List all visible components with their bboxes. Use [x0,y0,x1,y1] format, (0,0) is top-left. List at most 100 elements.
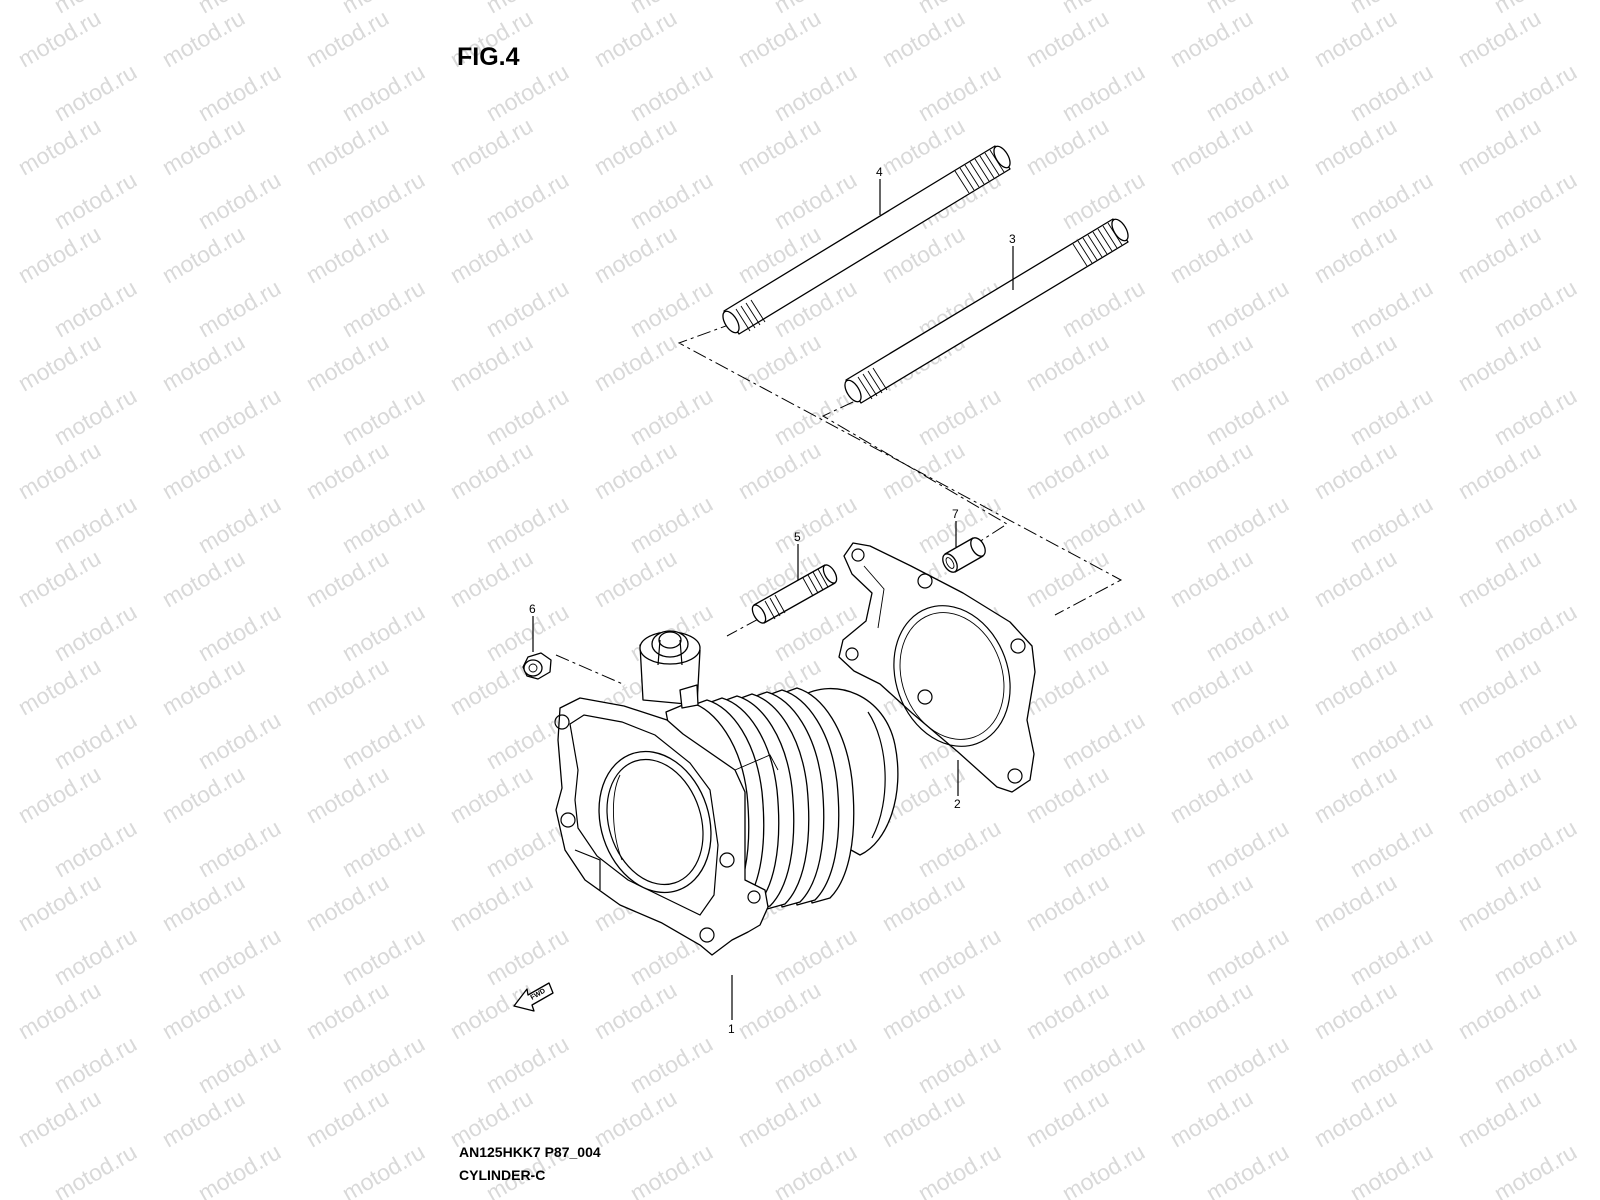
watermark-text: motod.ru [194,58,286,126]
stud-bolt-long-front[interactable] [720,144,1014,336]
watermark-text: motod.ru [770,166,862,234]
callout-5: 5 [794,530,801,544]
callout-4: 4 [876,165,883,179]
watermark-text: motod.ru [1058,58,1150,126]
watermark-text: motod.ru [1490,706,1582,774]
watermark-text: motod.ru [338,382,430,450]
watermark-text: motod.ru [1058,1030,1150,1098]
watermark-text: motod.ru [194,922,286,990]
callout-1: 1 [728,1022,735,1036]
watermark-text: motod.ru [1346,58,1438,126]
watermark-text: motod.ru [1490,1030,1582,1098]
watermark-text: motod.ru [50,706,142,774]
watermark-text: motod.ru [1202,490,1294,558]
watermark-text: motod.ru [338,706,430,774]
watermark-text: motod.ru [914,1030,1006,1098]
watermark-text: motod.ru [482,166,574,234]
watermark-text: motod.ru [50,922,142,990]
watermark-text: motod.ru [338,1030,430,1098]
watermark-text: motod.ru [1490,1138,1582,1200]
watermark-text: motod.ru [50,598,142,666]
watermark-text: motod.ru [1058,1138,1150,1200]
watermark-text: motod.ru [770,1138,862,1200]
watermark-text: motod.ru [1202,814,1294,882]
stud-bolt-long-rear[interactable] [842,217,1132,405]
cylinder[interactable] [554,630,899,956]
watermark-text: motod.ru [482,382,574,450]
watermark-text: motod.ru [770,490,862,558]
watermark-text: motod.ru [1490,382,1582,450]
watermark-text: motod.ru [194,382,286,450]
watermark-text: motod.ru [482,1030,574,1098]
watermark-text: motod.ru [1202,274,1294,342]
watermark-text: motod.ru [1490,814,1582,882]
watermark-text: motod.ru [1346,1138,1438,1200]
watermark-text: motod.ru [914,382,1006,450]
watermark-text: motod.ru [770,58,862,126]
watermark-text: motod.ru [914,814,1006,882]
watermark-text: motod.ru [1058,814,1150,882]
watermark-text: motod.ru [1058,922,1150,990]
watermark-text: motod.ru [1490,166,1582,234]
watermark-text: motod.ru [1202,1138,1294,1200]
watermark-text: motod.ru [626,58,718,126]
figure-title: FIG.4 [457,43,520,71]
watermark-text: motod.ru [482,490,574,558]
watermark-text: motod.ru [1346,1030,1438,1098]
watermark-text: motod.ru [1058,490,1150,558]
watermark-text: motod.ru [50,814,142,882]
watermark-text: motod.ru [626,1138,718,1200]
watermark-text: motod.ru [1346,274,1438,342]
watermark-text: motod.ru [338,814,430,882]
watermark-text: motod.ru [914,1138,1006,1200]
watermark-text: motod.ru [482,922,574,990]
watermark-text: motod.ru [1202,598,1294,666]
watermark-text: motod.ru [338,598,430,666]
figure-code: AN125HKK7 P87_004 [459,1144,601,1160]
watermark-text: motod.ru [1202,1030,1294,1098]
watermark-text: motod.ru [50,58,142,126]
watermark-text: motod.ru [50,166,142,234]
watermark-text: motod.ru [914,58,1006,126]
watermark-text: motod.ru [770,922,862,990]
callout-3: 3 [1009,232,1016,246]
watermark-text: motod.ru [1058,274,1150,342]
callouts: 4 3 7 5 6 2 1 [529,165,1016,1036]
watermark-text: motod.ru [50,1138,142,1200]
watermark-text: motod.ru [338,58,430,126]
callout-7: 7 [952,507,959,521]
watermark-text: motod.ru [1058,706,1150,774]
nut[interactable] [522,652,552,680]
watermark-text: motod.ru [1202,58,1294,126]
watermark-text: motod.ru [1490,274,1582,342]
watermark-text: motod.ru [338,922,430,990]
watermark-text: motod.ru [194,1030,286,1098]
watermark-text: motod.ru [1202,922,1294,990]
watermark-text: motod.ru [194,706,286,774]
watermark-text: motod.ru [626,490,718,558]
watermark-text: motod.ru [1490,58,1582,126]
watermark-text: motod.ru [626,382,718,450]
watermark-text: motod.ru [1346,922,1438,990]
watermark-text: motod.ru [1346,490,1438,558]
watermark-text: motod.ru [194,274,286,342]
watermark-text: motod.ru [338,1138,430,1200]
callout-2: 2 [954,797,961,811]
watermark-text: motod.ru [50,490,142,558]
watermark-text: motod.ru [1346,598,1438,666]
figure-name: CYLINDER-C [459,1167,545,1183]
cylinder-gasket[interactable] [838,542,1036,793]
watermark-text: motod.ru [1202,382,1294,450]
watermark-text: motod.ru [914,922,1006,990]
watermark-text: motod.ru [50,274,142,342]
watermark-text: motod.ru [1490,598,1582,666]
watermark-text: motod.ru [770,1030,862,1098]
stud-bolt-short[interactable] [750,563,840,625]
watermark-text: motod.ru [338,490,430,558]
dowel-pin[interactable] [940,535,988,574]
watermark-text: motod.ru [1058,598,1150,666]
forward-direction-indicator: FWD [513,982,554,1012]
watermark-text: motod.ru [626,166,718,234]
watermark-text: motod.ru [194,598,286,666]
